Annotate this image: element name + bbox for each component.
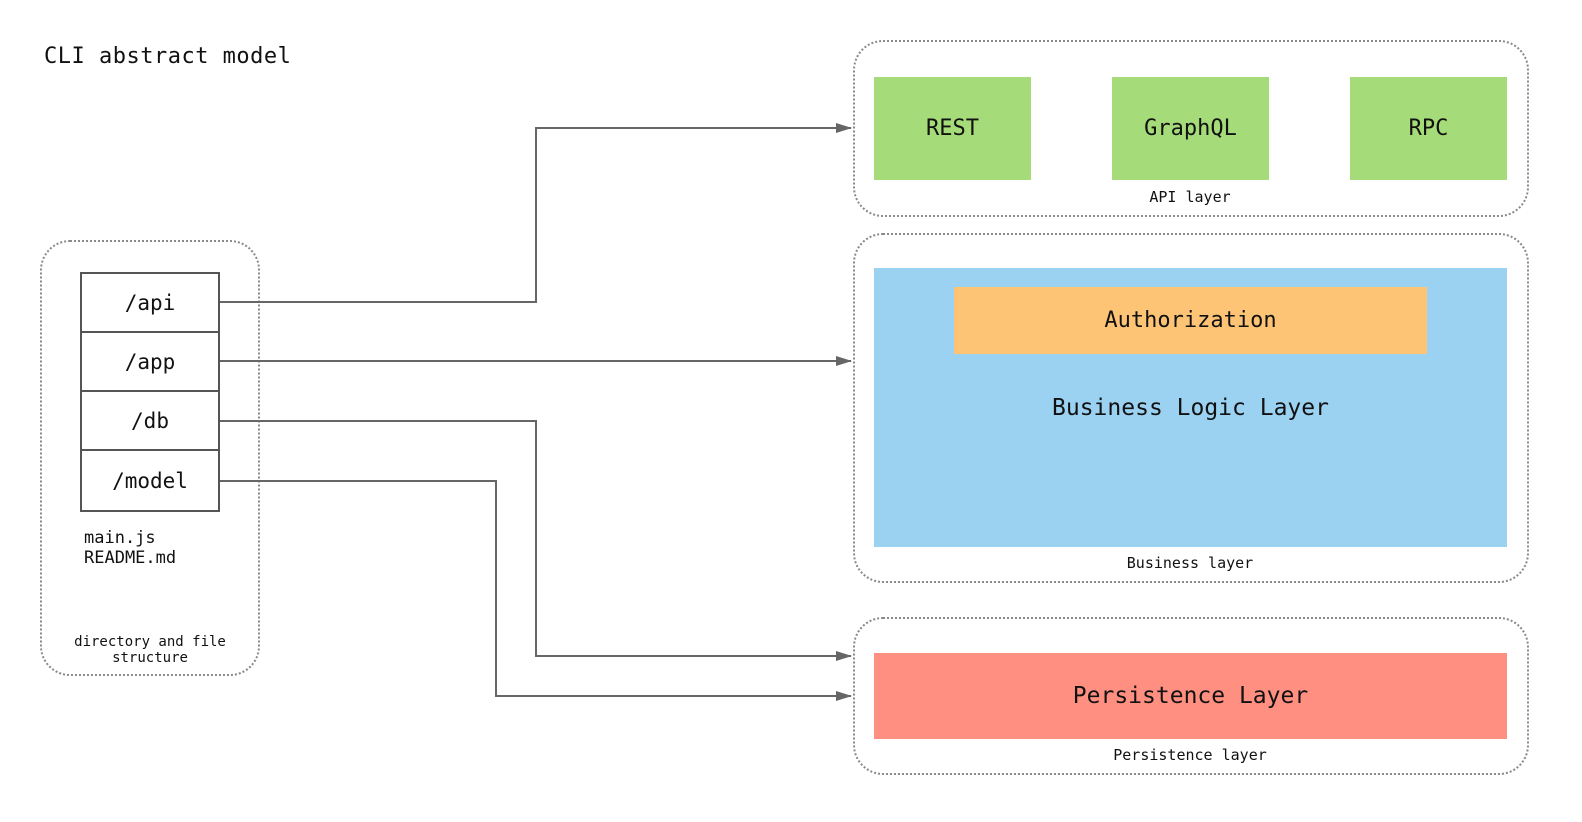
folder-db: /db [82,392,218,451]
folder-model: /model [112,468,188,493]
diagram-title: CLI abstract model [44,44,292,69]
business-layer-caption: Business layer [1126,554,1254,572]
persistence-layer-caption: Persistence layer [1113,746,1267,764]
authorization-box: Authorization [954,287,1427,354]
directory-group [40,240,260,676]
business-layer-group [853,233,1529,583]
folder-api: /api [82,274,218,333]
directory-caption: directory and file structure [74,634,226,666]
rest-box: REST [874,77,1031,180]
connector-api-to-api-layer [220,123,852,303]
file-readme: README.md [84,548,177,568]
api-layer-group [853,40,1529,217]
folder-app: /app [82,333,218,392]
persistence-layer-group [853,617,1529,775]
graphql-box: GraphQL [1112,77,1269,180]
connector-model-to-persistence-layer [220,480,852,701]
file-main-js: main.js [84,528,156,548]
file-list: main.js README.md [84,528,176,568]
api-layer-caption: API layer [1149,188,1231,206]
business-logic-label: Business Logic Layer [1052,395,1329,421]
rpc-box: RPC [1350,77,1507,180]
persistence-box: Persistence Layer [874,653,1507,739]
directory-table: /api /app /db /model [80,272,220,512]
connector-db-to-persistence-layer [220,420,852,661]
